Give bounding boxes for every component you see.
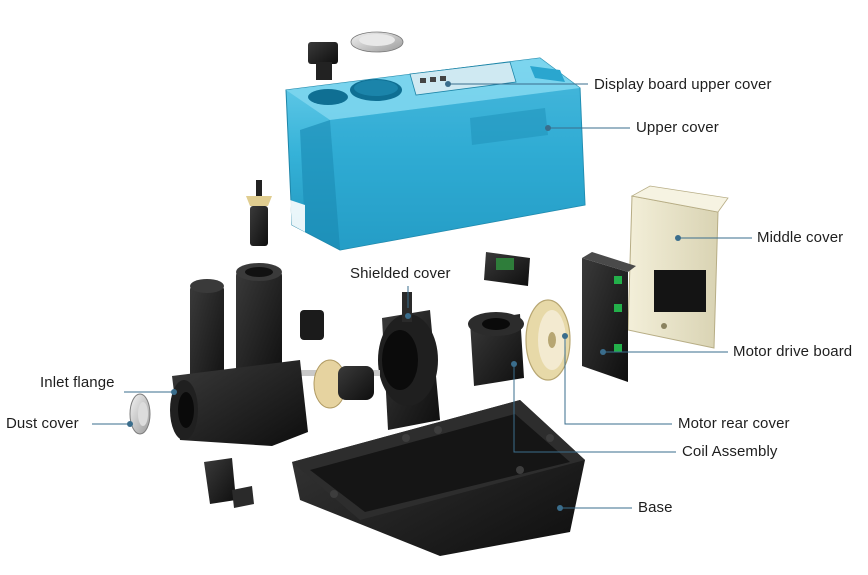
leader-lines: [92, 83, 752, 509]
label-upper-cover: Upper cover: [636, 119, 719, 136]
pump-body-part: [170, 263, 324, 446]
cap-parts: [308, 31, 404, 80]
label-display-board-upper-cover: Display board upper cover: [594, 76, 772, 93]
label-dust-cover: Dust cover: [6, 415, 79, 432]
coil-assembly-part: [468, 312, 524, 386]
small-fitting-part: [246, 180, 272, 246]
leader-dots: [127, 81, 681, 511]
middle-cover-part: [627, 185, 729, 349]
pcb-box-part: [484, 252, 530, 286]
motor-drive-board-part: [582, 252, 636, 382]
rotor-impeller-part: [290, 359, 380, 409]
label-coil-assembly: Coil Assembly: [682, 443, 778, 460]
motor-rear-cover-part: [525, 299, 571, 381]
label-base: Base: [638, 499, 673, 516]
shielded-cover-part: [378, 292, 440, 430]
label-inlet-flange: Inlet flange: [40, 374, 115, 391]
label-shielded-cover: Shielded cover: [350, 265, 451, 282]
label-motor-rear-cover: Motor rear cover: [678, 415, 790, 432]
base-part: [292, 400, 585, 556]
upper-cover-part: [285, 57, 586, 251]
label-motor-drive-board: Motor drive board: [733, 343, 853, 360]
label-middle-cover: Middle cover: [757, 229, 844, 246]
small-bracket-part: [204, 458, 254, 508]
dust-cover-part: [129, 393, 151, 435]
